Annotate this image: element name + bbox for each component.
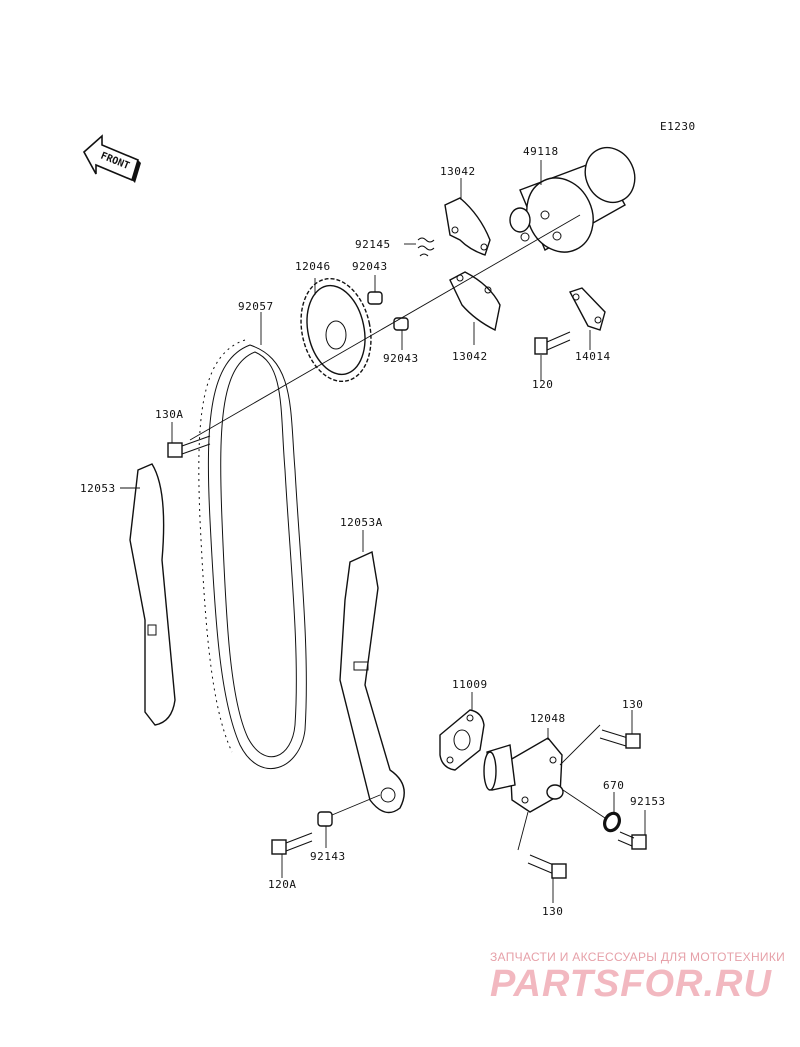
part-120A-label: 120A	[268, 878, 297, 891]
watermark-brand: PARTSFOR.RU	[490, 963, 772, 1005]
part-12053A-label: 12053A	[340, 516, 383, 529]
bolt-130A	[167, 422, 211, 458]
part-670-label: 670	[603, 779, 624, 792]
decompressor-weight-top	[444, 178, 491, 256]
part-130-bottom-label: 130	[542, 905, 563, 918]
gasket-11009	[439, 692, 485, 771]
bolt-92153	[617, 810, 647, 850]
part-120-label: 120	[532, 378, 553, 391]
part-92043-bottom-label: 92043	[383, 352, 419, 365]
collar-bottom	[393, 317, 409, 350]
bolt-120A	[271, 832, 313, 878]
collar-92143	[317, 794, 381, 848]
part-49118-label: 49118	[523, 145, 559, 158]
part-92143-label: 92143	[310, 850, 346, 863]
part-12048-label: 12048	[530, 712, 566, 725]
part-12046-label: 12046	[295, 260, 331, 273]
o-ring-670	[603, 792, 621, 833]
front-arrow-icon: FRONT	[82, 134, 141, 183]
bracket-14014	[568, 287, 606, 350]
part-12053-label: 12053	[80, 482, 116, 495]
chain-tensioner	[483, 724, 606, 851]
part-13042-top-label: 13042	[440, 165, 476, 178]
bolt-130-bottom	[527, 854, 567, 903]
chain-guide-12053	[120, 463, 176, 726]
part-130-top-label: 130	[622, 698, 643, 711]
watermark-caption: ЗАПЧАСТИ И АКСЕССУАРЫ ДЛЯ МОТОТЕХНИКИ	[490, 950, 786, 964]
part-92153-label: 92153	[630, 795, 666, 808]
cam-chain	[198, 312, 307, 770]
part-130A-label: 130A	[155, 408, 184, 421]
cam-sprocket	[300, 277, 372, 383]
diagram-code: E1230	[660, 120, 696, 133]
bolt-120	[534, 331, 571, 380]
chain-guide-12053A	[339, 530, 405, 814]
part-92043-top-label: 92043	[352, 260, 388, 273]
bolt-130-top	[599, 710, 641, 749]
part-14014-label: 14014	[575, 350, 611, 363]
assembly-axis-line	[189, 214, 581, 441]
part-92145-label: 92145	[355, 238, 391, 251]
spring-92145	[404, 237, 435, 257]
camshaft	[509, 146, 636, 253]
decompressor-weight-bottom	[449, 271, 501, 345]
part-92057-label: 92057	[238, 300, 274, 313]
part-11009-label: 11009	[452, 678, 488, 691]
part-13042-bottom-label: 13042	[452, 350, 488, 363]
collar-top	[367, 275, 383, 305]
